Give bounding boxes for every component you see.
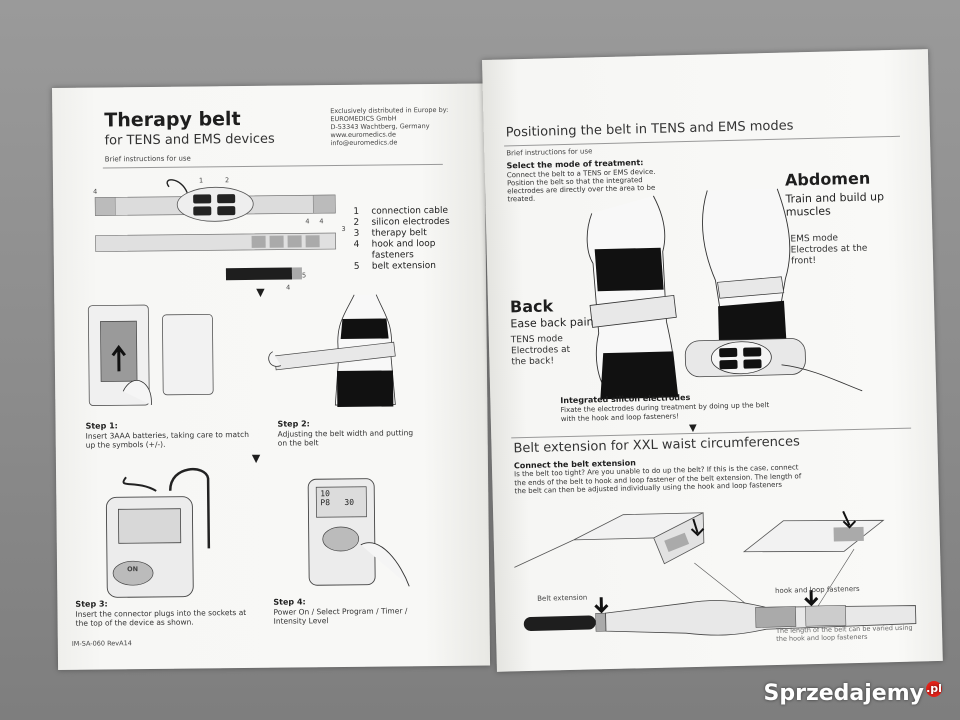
callout-4-d: 4	[286, 283, 291, 292]
watermark-logo: Sprzedajemy.pl	[763, 681, 942, 706]
step-1-desc: Insert 3AAA batteries, taking care to ma…	[85, 429, 249, 450]
callout-4-b: 4	[305, 217, 310, 226]
step-2-title: Step 2:	[277, 419, 310, 429]
right-page: Positioning the belt in TENS and EMS mod…	[482, 49, 943, 672]
belt-extension-diagram	[514, 510, 917, 636]
abdomen-subtitle: Train and build up muscles	[785, 190, 885, 219]
step-4-title: Step 4:	[273, 597, 306, 607]
right-brief-label: Brief instructions for use	[506, 147, 593, 158]
device-connector-illustration	[105, 467, 211, 598]
page-title: Therapy belt	[104, 108, 241, 132]
step-3-title: Step 3:	[75, 599, 108, 609]
step-4-desc: Power On / Select Program / Timer / Inte…	[273, 606, 408, 626]
brief-label: Brief instructions for use	[104, 154, 191, 164]
back-abdomen-figures	[586, 188, 863, 400]
positioning-heading: Positioning the belt in TENS and EMS mod…	[505, 118, 794, 141]
down-arrow-icon-2: ▼	[251, 451, 261, 465]
remote-display: 10 P8 30	[320, 489, 355, 508]
battery-illustration	[87, 304, 214, 406]
step-2-desc: Adjusting the belt width and putting on …	[277, 428, 414, 448]
header-rule	[102, 163, 443, 169]
back-subtitle: Ease back pain	[510, 315, 594, 331]
step-1-title: Step 1:	[85, 421, 118, 431]
step-3-desc: Insert the connector plugs into the sock…	[75, 607, 247, 628]
callout-1: 1	[198, 176, 204, 185]
extension-heading: Belt extension for XXL waist circumferen…	[513, 434, 800, 457]
belt-extension-label: Belt extension	[537, 593, 588, 603]
distributor-block: Exclusively distributed in Europe by: EU…	[330, 105, 449, 148]
callout-4-a: 4	[93, 187, 98, 196]
callout-3: 3	[341, 224, 346, 233]
belt-length-label: The length of the belt can be varied usi…	[775, 623, 913, 643]
woman-belt-illustration	[268, 294, 396, 408]
back-mode: TENS mode Electrodes at the back!	[510, 334, 571, 368]
back-title: Back	[509, 296, 554, 317]
callout-4-c: 4	[319, 217, 324, 226]
callout-2: 2	[224, 176, 230, 185]
belt-parts-diagram	[94, 179, 337, 281]
integrated-electrodes-desc: Fixate the electrodes during treatment b…	[560, 401, 770, 424]
abdomen-title: Abdomen	[784, 168, 871, 190]
abdomen-mode: EMS mode Electrodes at the front!	[790, 233, 868, 267]
remote-illustration	[307, 478, 410, 587]
footer-code: IM-SA-060 RevA14	[71, 639, 132, 648]
device-on-button-label: ON	[127, 565, 139, 574]
page-subtitle: for TENS and EMS devices	[104, 131, 275, 149]
left-page: Therapy belt for TENS and EMS devices Br…	[52, 83, 491, 670]
callout-5: 5	[301, 271, 307, 280]
